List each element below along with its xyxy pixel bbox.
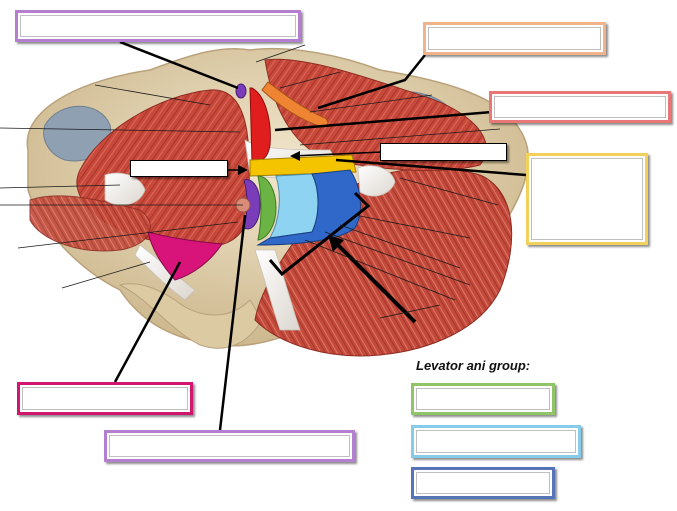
left-ischial-tuberosity xyxy=(104,172,146,206)
magenta-structure xyxy=(147,231,223,281)
arrowhead-white-right xyxy=(290,151,300,161)
label-box-inner xyxy=(494,96,666,118)
thin-line xyxy=(279,71,341,89)
pointer-magenta xyxy=(113,261,182,383)
thin-line xyxy=(0,184,121,189)
pointer-yellow xyxy=(335,158,527,177)
label-box-inner xyxy=(416,388,550,410)
pointer-levator xyxy=(333,240,417,324)
label-box-sky[interactable] xyxy=(411,425,581,458)
label-box-peach[interactable] xyxy=(423,22,606,55)
thin-line xyxy=(399,177,499,206)
label-box-white-left[interactable] xyxy=(130,160,228,177)
thin-line xyxy=(255,44,306,63)
left-gluteal-muscle xyxy=(29,195,151,252)
thin-line xyxy=(304,239,456,301)
label-box-yellow[interactable] xyxy=(526,153,648,245)
thin-line xyxy=(339,224,461,269)
pointer-lines xyxy=(113,40,527,431)
levator-ani-bracket xyxy=(268,191,371,277)
yellow-structure xyxy=(249,154,357,177)
thin-line xyxy=(61,261,151,289)
label-box-inner xyxy=(109,435,350,457)
pointer-purple-top xyxy=(119,40,239,90)
label-box-blue[interactable] xyxy=(411,467,555,499)
thin-line xyxy=(17,221,239,249)
left-sacrotuberous-ligament xyxy=(134,244,196,301)
thin-line xyxy=(309,94,433,113)
pointer-salmon xyxy=(274,110,493,132)
label-box-inner xyxy=(22,387,188,410)
label-box-green[interactable] xyxy=(411,383,555,415)
label-box-inner xyxy=(20,15,296,37)
pointer-peach xyxy=(317,54,426,110)
label-box-inner xyxy=(416,430,576,453)
right-ischial-tuberosity xyxy=(357,165,396,197)
thin-line xyxy=(324,231,471,286)
label-box-inner xyxy=(531,158,643,240)
pointer-purple-bottom xyxy=(218,214,247,431)
arrowhead-white-left xyxy=(238,165,248,175)
levator-ani-heading: Levator ani group: xyxy=(416,358,531,373)
label-box-white-center[interactable] xyxy=(380,143,507,161)
thin-line xyxy=(354,214,471,239)
right-upper-muscles xyxy=(264,58,487,171)
label-box-purple-bottom[interactable] xyxy=(104,430,355,462)
pointer-white-right xyxy=(291,151,383,157)
label-box-salmon[interactable] xyxy=(489,91,671,123)
green-structure xyxy=(257,175,277,241)
thin-line xyxy=(0,127,241,133)
thin-line xyxy=(299,128,501,146)
thin-leader-lines xyxy=(0,44,501,319)
arrowhead-levator xyxy=(328,235,344,252)
label-box-inner xyxy=(416,472,550,494)
purple-structure xyxy=(235,83,247,99)
thin-line xyxy=(379,304,441,319)
label-box-purple-top[interactable] xyxy=(15,10,301,42)
label-box-inner xyxy=(428,27,601,50)
arrowheads xyxy=(238,151,344,252)
anococcygeal-ligament xyxy=(254,249,301,331)
label-box-magenta[interactable] xyxy=(17,382,193,415)
thin-line xyxy=(94,84,211,106)
